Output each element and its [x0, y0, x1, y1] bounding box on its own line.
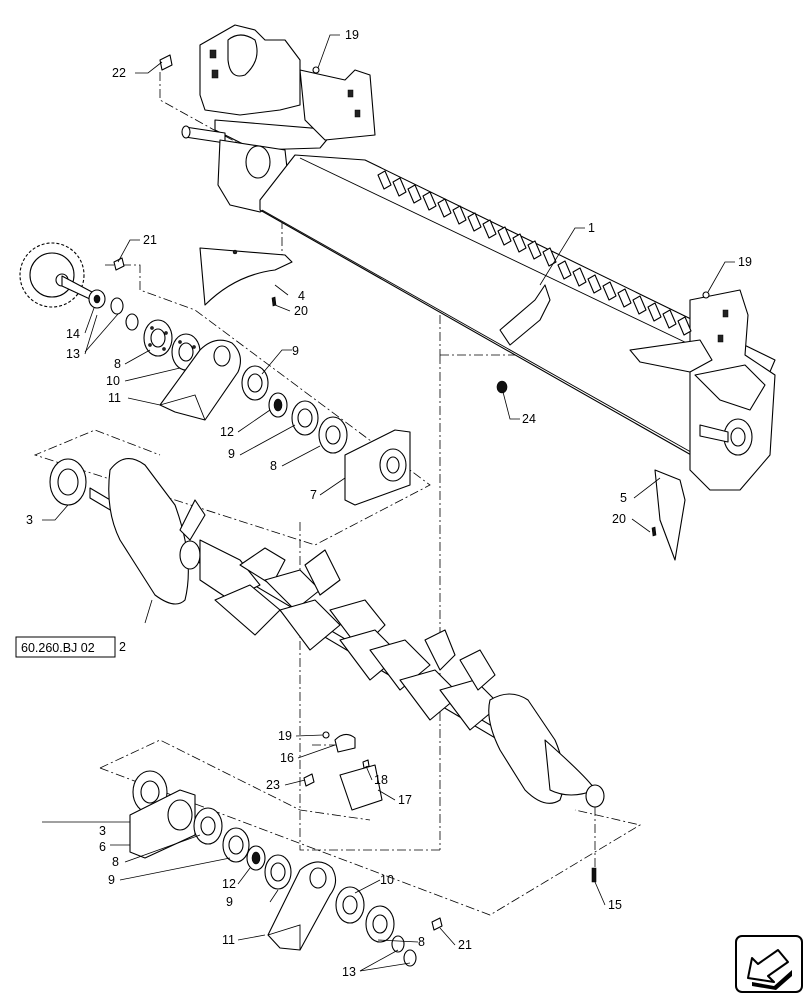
callout-9: 9 — [226, 895, 233, 909]
callout-18: 18 — [374, 773, 388, 787]
callout-1: 1 — [588, 221, 595, 235]
arrow-icon[interactable] — [735, 935, 803, 993]
callout-20: 20 — [294, 304, 308, 318]
callout-9: 9 — [292, 344, 299, 358]
callout-21: 21 — [458, 938, 472, 952]
auger-end-flange-3 — [49, 458, 87, 506]
callout-11: 11 — [108, 391, 121, 405]
bearing-12-upper — [268, 392, 288, 418]
shield-4 — [199, 247, 293, 306]
reference-box-label: 60.260.BJ 02 — [21, 641, 95, 655]
bearing-flange-8-upper-b — [318, 416, 348, 454]
callout-6: 6 — [99, 840, 106, 854]
callout-10: 10 — [380, 873, 394, 887]
bearing-9-upper — [241, 365, 319, 436]
callout-17: 17 — [398, 793, 412, 807]
callout-20: 20 — [612, 512, 626, 526]
callout-21: 21 — [143, 233, 157, 247]
reference-box[interactable]: 60.260.BJ 02 — [15, 636, 116, 658]
callout-8: 8 — [114, 357, 121, 371]
washer-13 — [110, 297, 139, 331]
callout-8: 8 — [270, 459, 277, 473]
spacer-14 — [88, 289, 106, 309]
callout-22: 22 — [112, 66, 126, 80]
callout-24: 24 — [522, 412, 536, 426]
stripper-bracket-11-upper — [159, 339, 241, 421]
callout-19: 19 — [738, 255, 752, 269]
callout-7: 7 — [310, 488, 317, 502]
callout-3: 3 — [26, 513, 33, 527]
bearing-9-lower — [222, 827, 292, 890]
leader-lines — [42, 34, 735, 972]
bearing-flange-8-lower-b — [365, 905, 395, 943]
callout-19: 19 — [278, 729, 292, 743]
callout-9: 9 — [228, 447, 235, 461]
callout-8: 8 — [418, 935, 425, 949]
bearing-flange-8-lower — [193, 807, 223, 845]
callout-12: 12 — [222, 877, 236, 891]
bearing-flange-10-lower — [335, 886, 365, 924]
callout-8: 8 — [112, 855, 119, 869]
callout-13: 13 — [66, 347, 80, 361]
cover-plate-6 — [129, 789, 196, 859]
callout-5: 5 — [620, 491, 627, 505]
auger-trough-housing — [181, 24, 776, 491]
callout-4: 4 — [298, 289, 305, 303]
cover-plate-7 — [344, 429, 411, 506]
bearing-12-lower — [246, 845, 266, 871]
callout-9: 9 — [108, 873, 115, 887]
callout-11: 11 — [222, 933, 235, 947]
bearing-flange-8-upper — [143, 319, 173, 357]
callout-13: 13 — [342, 965, 356, 979]
washer-13-lower — [391, 935, 417, 967]
hardware — [113, 54, 710, 931]
auger — [49, 458, 605, 808]
callout-10: 10 — [106, 374, 120, 388]
callout-19: 19 — [345, 28, 359, 42]
callout-23: 23 — [266, 778, 280, 792]
callout-16: 16 — [280, 751, 294, 765]
callout-labels: 1 2 3 3 4 5 6 7 8 8 8 8 9 9 9 9 10 10 11… — [26, 28, 752, 979]
callout-15: 15 — [608, 898, 622, 912]
callout-12: 12 — [220, 425, 234, 439]
callout-14: 14 — [66, 327, 80, 341]
callout-3: 3 — [99, 824, 106, 838]
stripper-bracket-11-lower — [267, 861, 337, 951]
sprocket — [19, 242, 93, 308]
bolt-row — [377, 170, 692, 336]
callout-2: 2 — [119, 640, 126, 654]
